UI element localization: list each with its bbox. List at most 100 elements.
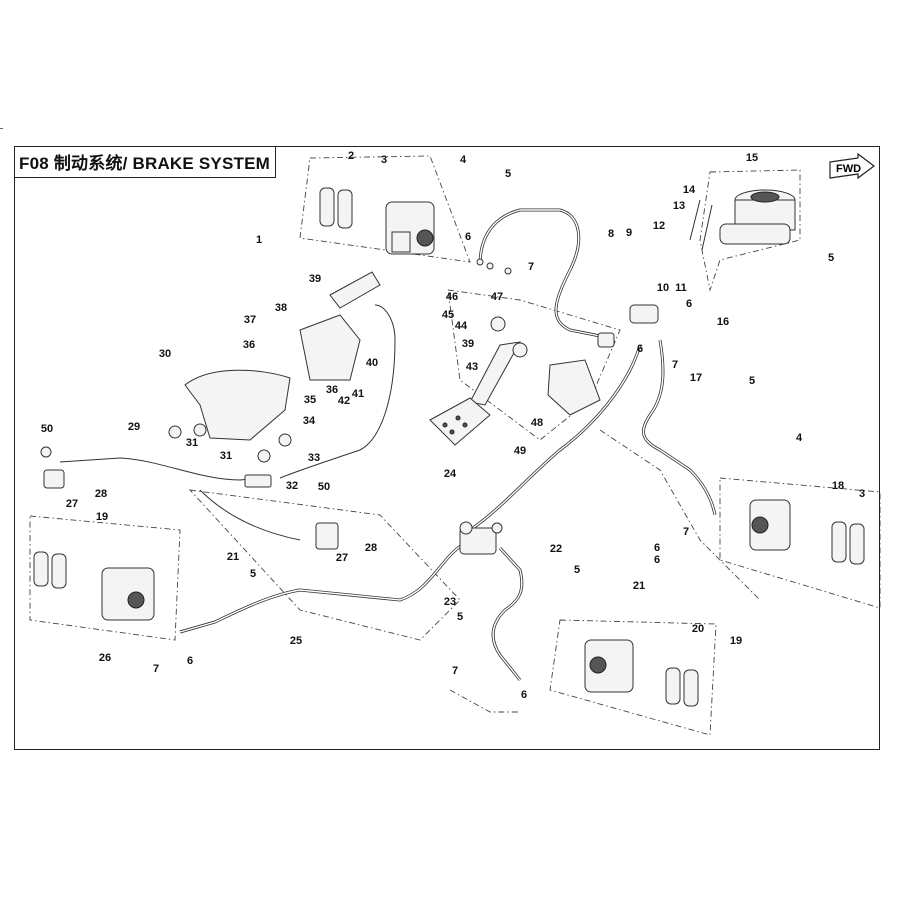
callout-c34: 34	[303, 415, 316, 427]
front-right-pads	[831, 521, 865, 565]
callout-c21: 21	[227, 551, 239, 563]
callout-c2: 2	[348, 150, 354, 162]
margin-tick	[0, 128, 3, 129]
callout-c38: 38	[275, 302, 287, 314]
callout-c48: 48	[531, 417, 543, 429]
callout-c31: 31	[186, 437, 198, 449]
hardware	[40, 258, 659, 550]
callout-c3b: 3	[859, 488, 865, 500]
callout-c6h: 6	[521, 689, 527, 701]
callout-c7c: 7	[683, 526, 689, 538]
front-right-caliper	[749, 499, 791, 551]
front-left-caliper	[385, 201, 435, 255]
callout-c41: 41	[352, 388, 364, 400]
rear-right-pads	[665, 667, 699, 707]
front-left-caliper-group	[299, 155, 471, 263]
callout-c6g: 6	[187, 655, 193, 667]
rear-left-pads	[33, 551, 67, 589]
rear-hose-outline	[449, 689, 520, 713]
callout-c3: 3	[381, 154, 387, 166]
callout-c27: 27	[66, 498, 78, 510]
callout-c5d: 5	[250, 568, 256, 580]
title-box: F08 制动系统/ BRAKE SYSTEM	[14, 146, 276, 178]
callout-c15: 15	[746, 152, 758, 164]
callout-c16: 16	[717, 316, 729, 328]
callout-c5b: 5	[828, 252, 834, 264]
callout-c36: 36	[243, 339, 255, 351]
lever-cover	[184, 369, 291, 441]
callout-c7b: 7	[672, 359, 678, 371]
rear-left-caliper-group	[29, 515, 181, 641]
master-cylinder	[719, 189, 796, 245]
rear-left-caliper	[101, 567, 155, 621]
callout-c19: 19	[96, 511, 108, 523]
callout-c5f: 5	[457, 611, 463, 623]
callout-c28b: 28	[365, 542, 377, 554]
callout-c35: 35	[304, 394, 316, 406]
pedal-bracket	[547, 359, 601, 416]
callout-c20: 20	[692, 623, 704, 635]
callout-c29: 29	[128, 421, 140, 433]
callout-c5e: 5	[574, 564, 580, 576]
callout-c50: 50	[41, 423, 53, 435]
callout-c14: 14	[683, 184, 696, 196]
callout-c11: 11	[675, 282, 687, 294]
parking-cable-group	[188, 489, 461, 641]
front-hose-outline	[599, 429, 761, 601]
page-title: F08 制动系统/ BRAKE SYSTEM	[19, 154, 270, 173]
callout-c10: 10	[657, 282, 669, 294]
callout-c23: 23	[444, 596, 456, 608]
group-outlines	[29, 155, 881, 736]
callout-c4: 4	[460, 154, 467, 166]
diagram-frame	[14, 146, 880, 750]
callout-c45: 45	[442, 309, 454, 321]
callout-c44: 44	[455, 320, 468, 332]
callout-c21b: 21	[633, 580, 645, 592]
callout-c27b: 27	[336, 552, 348, 564]
parking-lever	[299, 271, 381, 381]
front-left-pads	[319, 187, 353, 229]
callout-c6c: 6	[686, 298, 692, 310]
brake-pedal	[429, 341, 528, 446]
callout-c6: 6	[465, 231, 471, 243]
callout-c36b: 36	[326, 384, 338, 396]
clutch-line	[689, 199, 713, 251]
callout-c8: 8	[608, 228, 614, 240]
callout-c43: 43	[466, 361, 478, 373]
callout-c9: 9	[626, 227, 632, 239]
rear-right-caliper	[584, 639, 634, 693]
callout-c26: 26	[99, 652, 111, 664]
callout-c6e: 6	[654, 542, 660, 554]
fwd-arrow-icon: FWD	[829, 152, 875, 180]
callout-c24: 24	[444, 468, 457, 480]
callout-c40: 40	[366, 357, 378, 369]
fwd-label: FWD	[836, 163, 861, 175]
callout-c1: 1	[256, 234, 262, 246]
callout-c5c: 5	[749, 375, 755, 387]
callout-c42: 42	[338, 395, 350, 407]
callout-c4b: 4	[796, 432, 803, 444]
callout-c18: 18	[832, 480, 844, 492]
callout-c6f: 6	[654, 554, 660, 566]
callout-c7e: 7	[452, 665, 458, 677]
master-cylinder-group	[699, 169, 801, 292]
callout-c22: 22	[550, 543, 562, 555]
rear-right-caliper-group	[549, 619, 717, 736]
callout-c49: 49	[514, 445, 526, 457]
callout-c32: 32	[286, 480, 298, 492]
callout-c13: 13	[673, 200, 685, 212]
brake-lines	[59, 199, 717, 681]
callout-c31b: 31	[220, 450, 232, 462]
callout-c30: 30	[159, 348, 171, 360]
callout-c7d: 7	[153, 663, 159, 675]
callout-c46: 46	[446, 291, 458, 303]
callout-c39b: 39	[462, 338, 474, 350]
brake-distributor	[459, 521, 503, 555]
callout-c37: 37	[244, 314, 256, 326]
callout-c47: 47	[491, 291, 503, 303]
callout-c25: 25	[290, 635, 302, 647]
callout-c19b: 19	[730, 635, 742, 647]
callout-c39: 39	[309, 273, 321, 285]
callout-c7: 7	[528, 261, 534, 273]
